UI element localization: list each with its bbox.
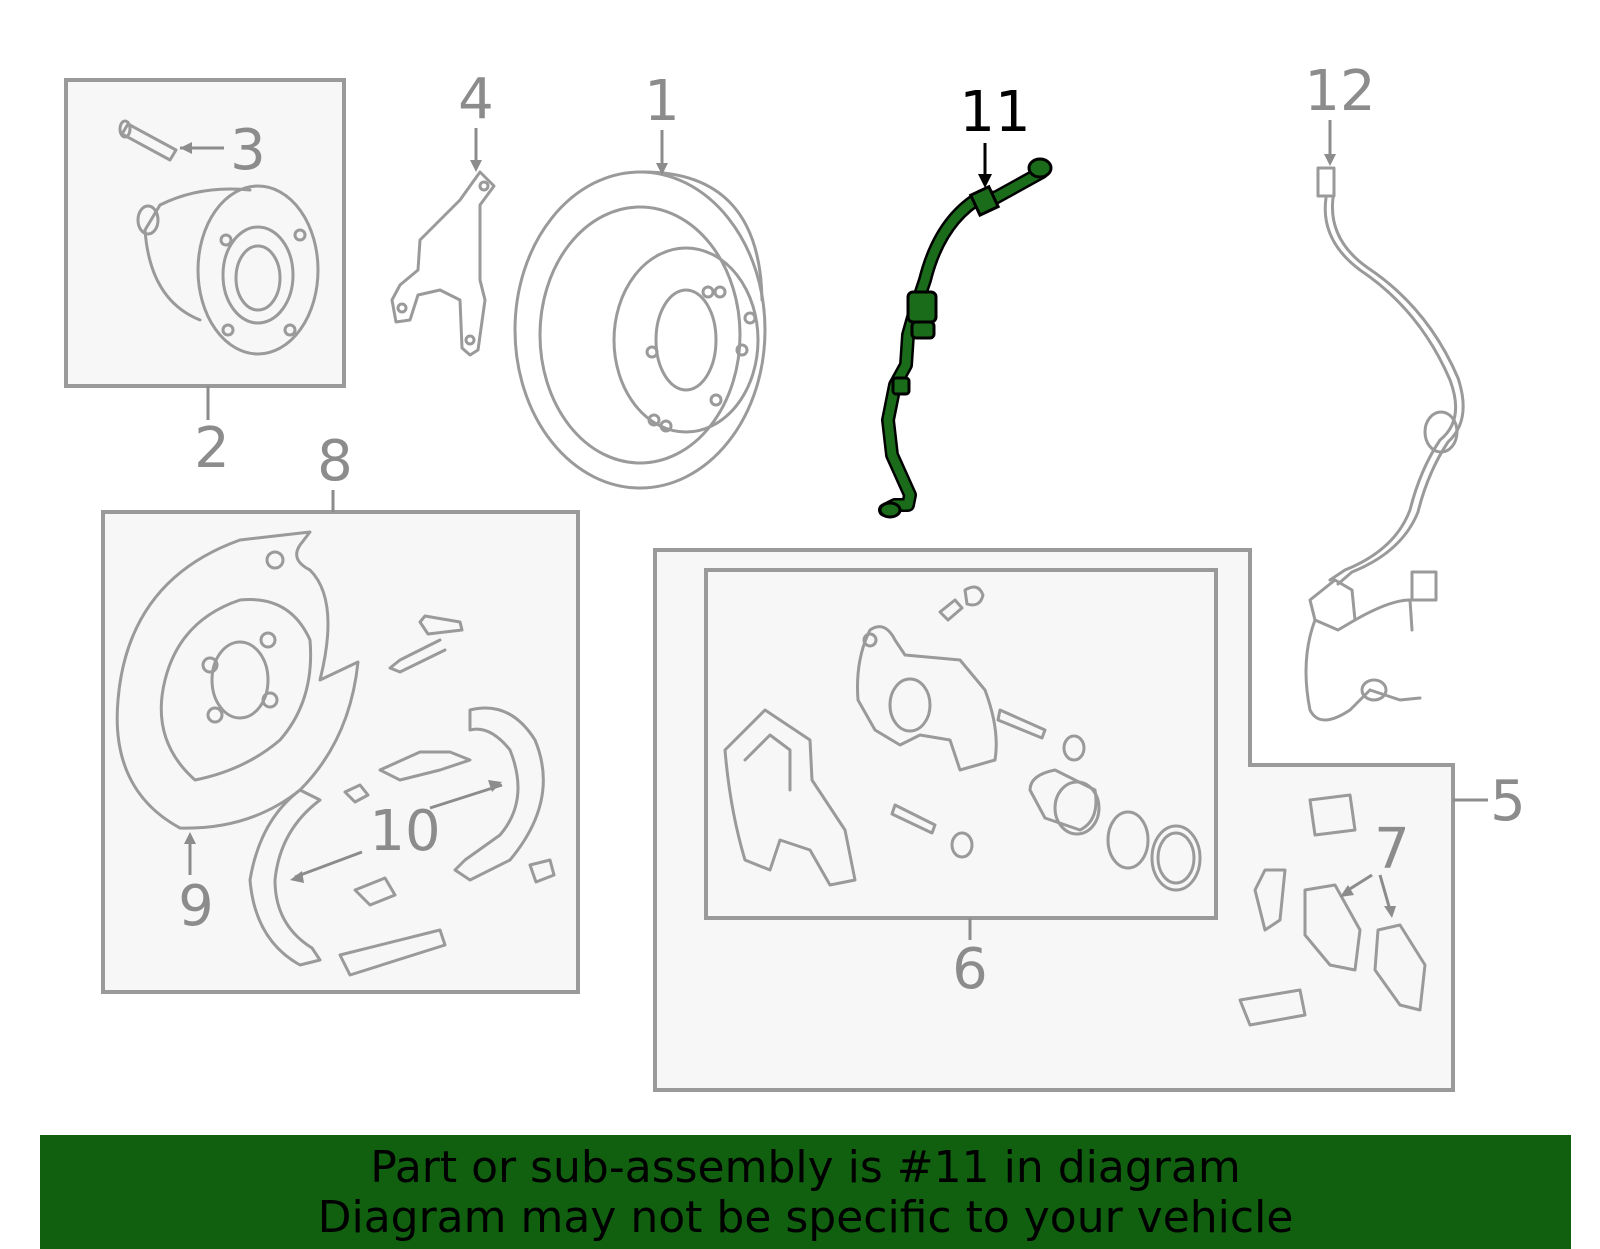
hub-bearing-part[interactable] [136, 184, 320, 356]
banner-line-2: Diagram may not be specific to your vehi… [317, 1192, 1294, 1243]
piston-part[interactable] [1028, 768, 1101, 836]
piston-seal-part[interactable] [950, 734, 1202, 892]
brake-rotor-part[interactable] [513, 170, 767, 490]
callout-2: 2 [194, 416, 230, 481]
shoe-hardware-part[interactable] [343, 750, 556, 907]
callout-10: 10 [369, 799, 440, 864]
caliper-housing-part[interactable] [856, 625, 998, 772]
caliper-subassembly-box [704, 568, 1218, 920]
callout-8: 8 [317, 429, 353, 494]
callout-1: 1 [644, 69, 680, 134]
callout-7: 7 [1374, 817, 1410, 882]
callout-12: 12 [1304, 59, 1375, 124]
callout-3: 3 [230, 118, 266, 183]
info-banner: Part or sub-assembly is #11 in diagram D… [40, 1135, 1571, 1249]
callout-9: 9 [178, 874, 214, 939]
brake-hose-part[interactable] [878, 157, 1053, 519]
callout-5: 5 [1490, 769, 1526, 834]
callout-11: 11 [959, 80, 1030, 145]
brake-pad-part[interactable] [1303, 883, 1427, 1012]
callout-4: 4 [458, 67, 494, 132]
wheel-speed-sensor-part[interactable] [1304, 166, 1465, 722]
banner-line-1: Part or sub-assembly is #11 in diagram [370, 1142, 1241, 1193]
caliper-bracket-part[interactable] [723, 708, 857, 887]
pad-clip-part[interactable] [1238, 793, 1357, 1027]
wheel-stud-part[interactable] [118, 119, 178, 162]
parking-brake-box [101, 510, 580, 994]
callout-6: 6 [952, 937, 988, 1002]
brake-shoe-part[interactable] [248, 706, 545, 967]
caliper-pin-part[interactable] [890, 585, 1047, 835]
spring-part[interactable] [338, 614, 464, 977]
bracket-part[interactable] [390, 170, 496, 357]
